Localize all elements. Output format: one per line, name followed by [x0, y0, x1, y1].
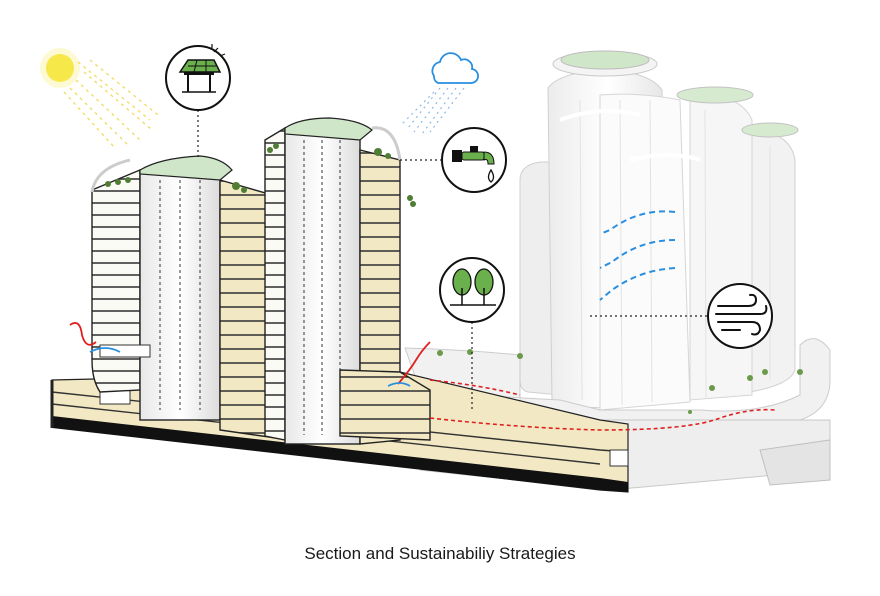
water-tap-icon: [441, 127, 507, 193]
rain-cloud-icon: [401, 52, 479, 135]
trees-icon: [439, 257, 505, 323]
white-tower-cluster: [519, 50, 799, 411]
sun-icon: [40, 48, 159, 149]
wind-icon: [707, 283, 773, 349]
figure-caption: Section and Sustainabiliy Strategies: [304, 544, 576, 563]
airflow-arrows: [69, 210, 776, 431]
solar-panel-icon: [165, 44, 231, 111]
podium-section: [339, 369, 431, 441]
leader-lines: [197, 110, 708, 412]
